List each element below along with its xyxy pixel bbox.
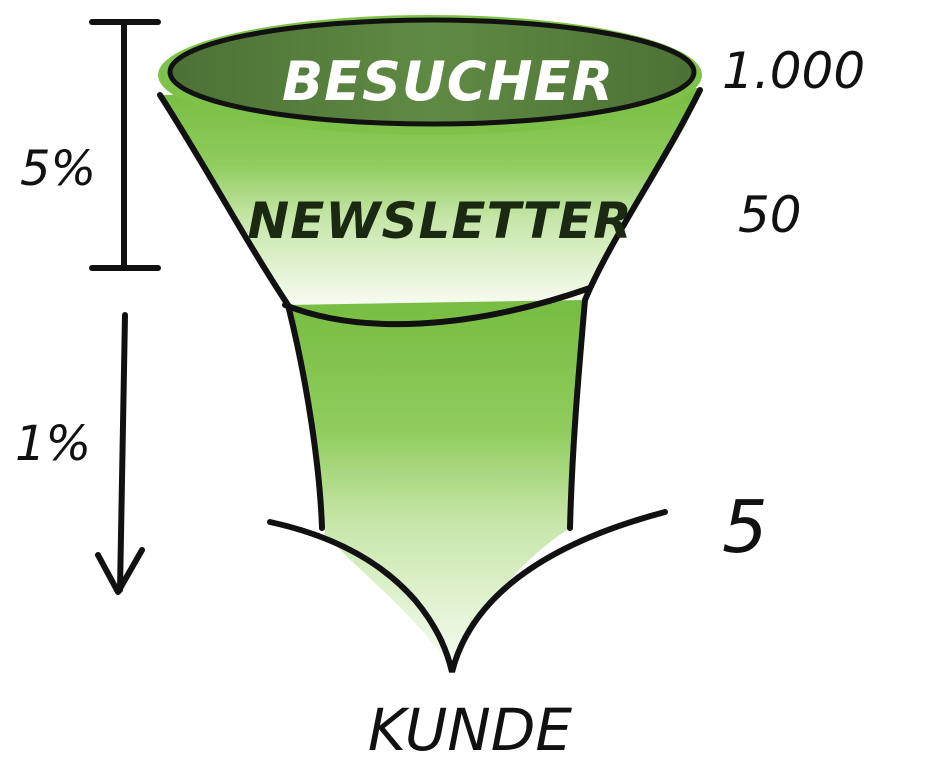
funnel-divider-line	[282, 285, 593, 328]
count-newsletter: 50	[738, 186, 802, 244]
funnel-rim-opening	[170, 20, 694, 124]
stage-label-visitors: BESUCHER	[282, 50, 614, 113]
rate-newsletter-to-customer: 1%	[15, 416, 91, 472]
count-customer: 5	[722, 485, 768, 569]
rate-arrow-shaft	[117, 312, 128, 593]
funnel-lower-body	[285, 300, 585, 668]
funnel-upper-body	[160, 88, 702, 305]
funnel-right-edge	[567, 87, 703, 531]
funnel-lower-rim	[267, 509, 668, 673]
rate-visitors-to-newsletter: 5%	[20, 141, 96, 197]
rate-arrow-head-icon	[95, 547, 145, 595]
stage-label-newsletter: NEWSLETTER	[247, 192, 632, 250]
count-visitors: 1.000	[722, 42, 865, 100]
stage-label-customer: KUNDE	[368, 696, 573, 764]
